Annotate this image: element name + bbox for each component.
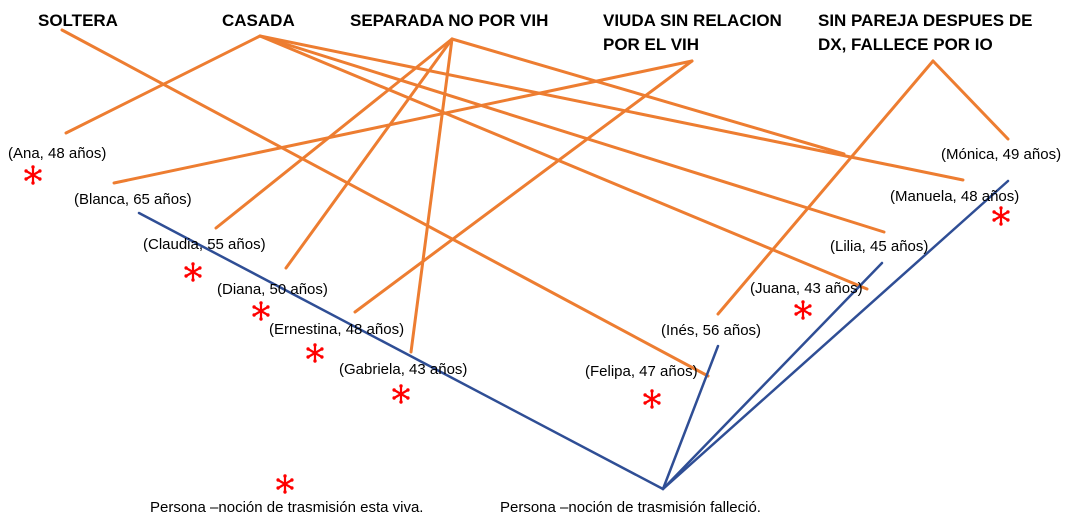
person-label-ana: (Ana, 48 años) (8, 145, 106, 162)
alive-markers (24, 165, 1010, 409)
person-label-manuela: (Manuela, 48 años) (890, 188, 1019, 205)
legend-deceased-text: Persona –noción de trasmisión falleció. (500, 499, 761, 516)
alive-marker-manuela (992, 206, 1010, 226)
legend: Persona –noción de trasmisión esta viva.… (150, 474, 761, 516)
alive-marker-diana (252, 301, 270, 321)
alive-marker-ernestina (306, 343, 324, 363)
link-sinpareja-monica (931, 59, 1010, 141)
alive-marker-claudia (184, 262, 202, 282)
person-label-ines: (Inés, 56 años) (661, 322, 761, 339)
category-label-viuda: VIUDA SIN RELACION (603, 11, 782, 30)
legend-alive-marker-icon (276, 474, 294, 494)
link-viuda-blanca (112, 59, 694, 185)
alive-marker-ana (24, 165, 42, 185)
link-separada-monica (450, 37, 846, 156)
person-label-gabriela: (Gabriela, 43 años) (339, 361, 467, 378)
deceased-link-ines (661, 344, 720, 491)
link-sinpareja-ines (716, 59, 935, 316)
alive-marker-juana (794, 300, 812, 320)
category-label-separada: SEPARADA NO POR VIH (350, 11, 548, 30)
link-separada-claudia (214, 37, 454, 230)
category-label-casada: CASADA (222, 11, 295, 30)
alive-marker-gabriela (392, 384, 410, 404)
alive-marker-felipa (643, 389, 661, 409)
legend-alive-text: Persona –noción de trasmisión esta viva. (150, 499, 423, 516)
person-label-juana: (Juana, 43 años) (750, 280, 863, 297)
link-separada-gabriela (409, 37, 454, 354)
deceased-link-lilia (661, 261, 884, 491)
person-label-lilia: (Lilia, 45 años) (830, 238, 928, 255)
deceased-links (137, 179, 1010, 491)
deceased-link-monica (661, 179, 1010, 491)
link-casada-lilia (258, 34, 886, 234)
person-label-blanca: (Blanca, 65 años) (74, 191, 192, 208)
person-label-ernestina: (Ernestina, 48 años) (269, 321, 404, 338)
person-labels: (Ana, 48 años) (Blanca, 65 años) (Claudia,… (8, 145, 1061, 380)
link-separada-diana (284, 37, 454, 270)
link-soltera-felipa (60, 28, 710, 378)
category-label-sinpareja: SIN PAREJA DESPUES DE (818, 11, 1032, 30)
person-label-monica: (Mónica, 49 años) (941, 146, 1061, 163)
person-label-diana: (Diana, 50 años) (217, 281, 328, 298)
category-labels: SOLTERA CASADA SEPARADA NO POR VIH VIUDA SI… (38, 11, 1032, 54)
link-casada-manuela (258, 34, 965, 182)
link-casada-ana (64, 34, 262, 135)
category-links (60, 28, 1010, 378)
link-viuda-ernestina (353, 59, 694, 314)
category-label-viuda-line2: POR EL VIH (603, 35, 699, 54)
category-label-soltera: SOLTERA (38, 11, 118, 30)
link-casada-juana (258, 34, 869, 291)
person-label-claudia: (Claudia, 55 años) (143, 236, 266, 253)
category-label-sinpareja-line2: DX, FALLECE POR IO (818, 35, 993, 54)
deceased-link-blanca (137, 211, 665, 491)
person-label-felipa: (Felipa, 47 años) (585, 363, 698, 380)
